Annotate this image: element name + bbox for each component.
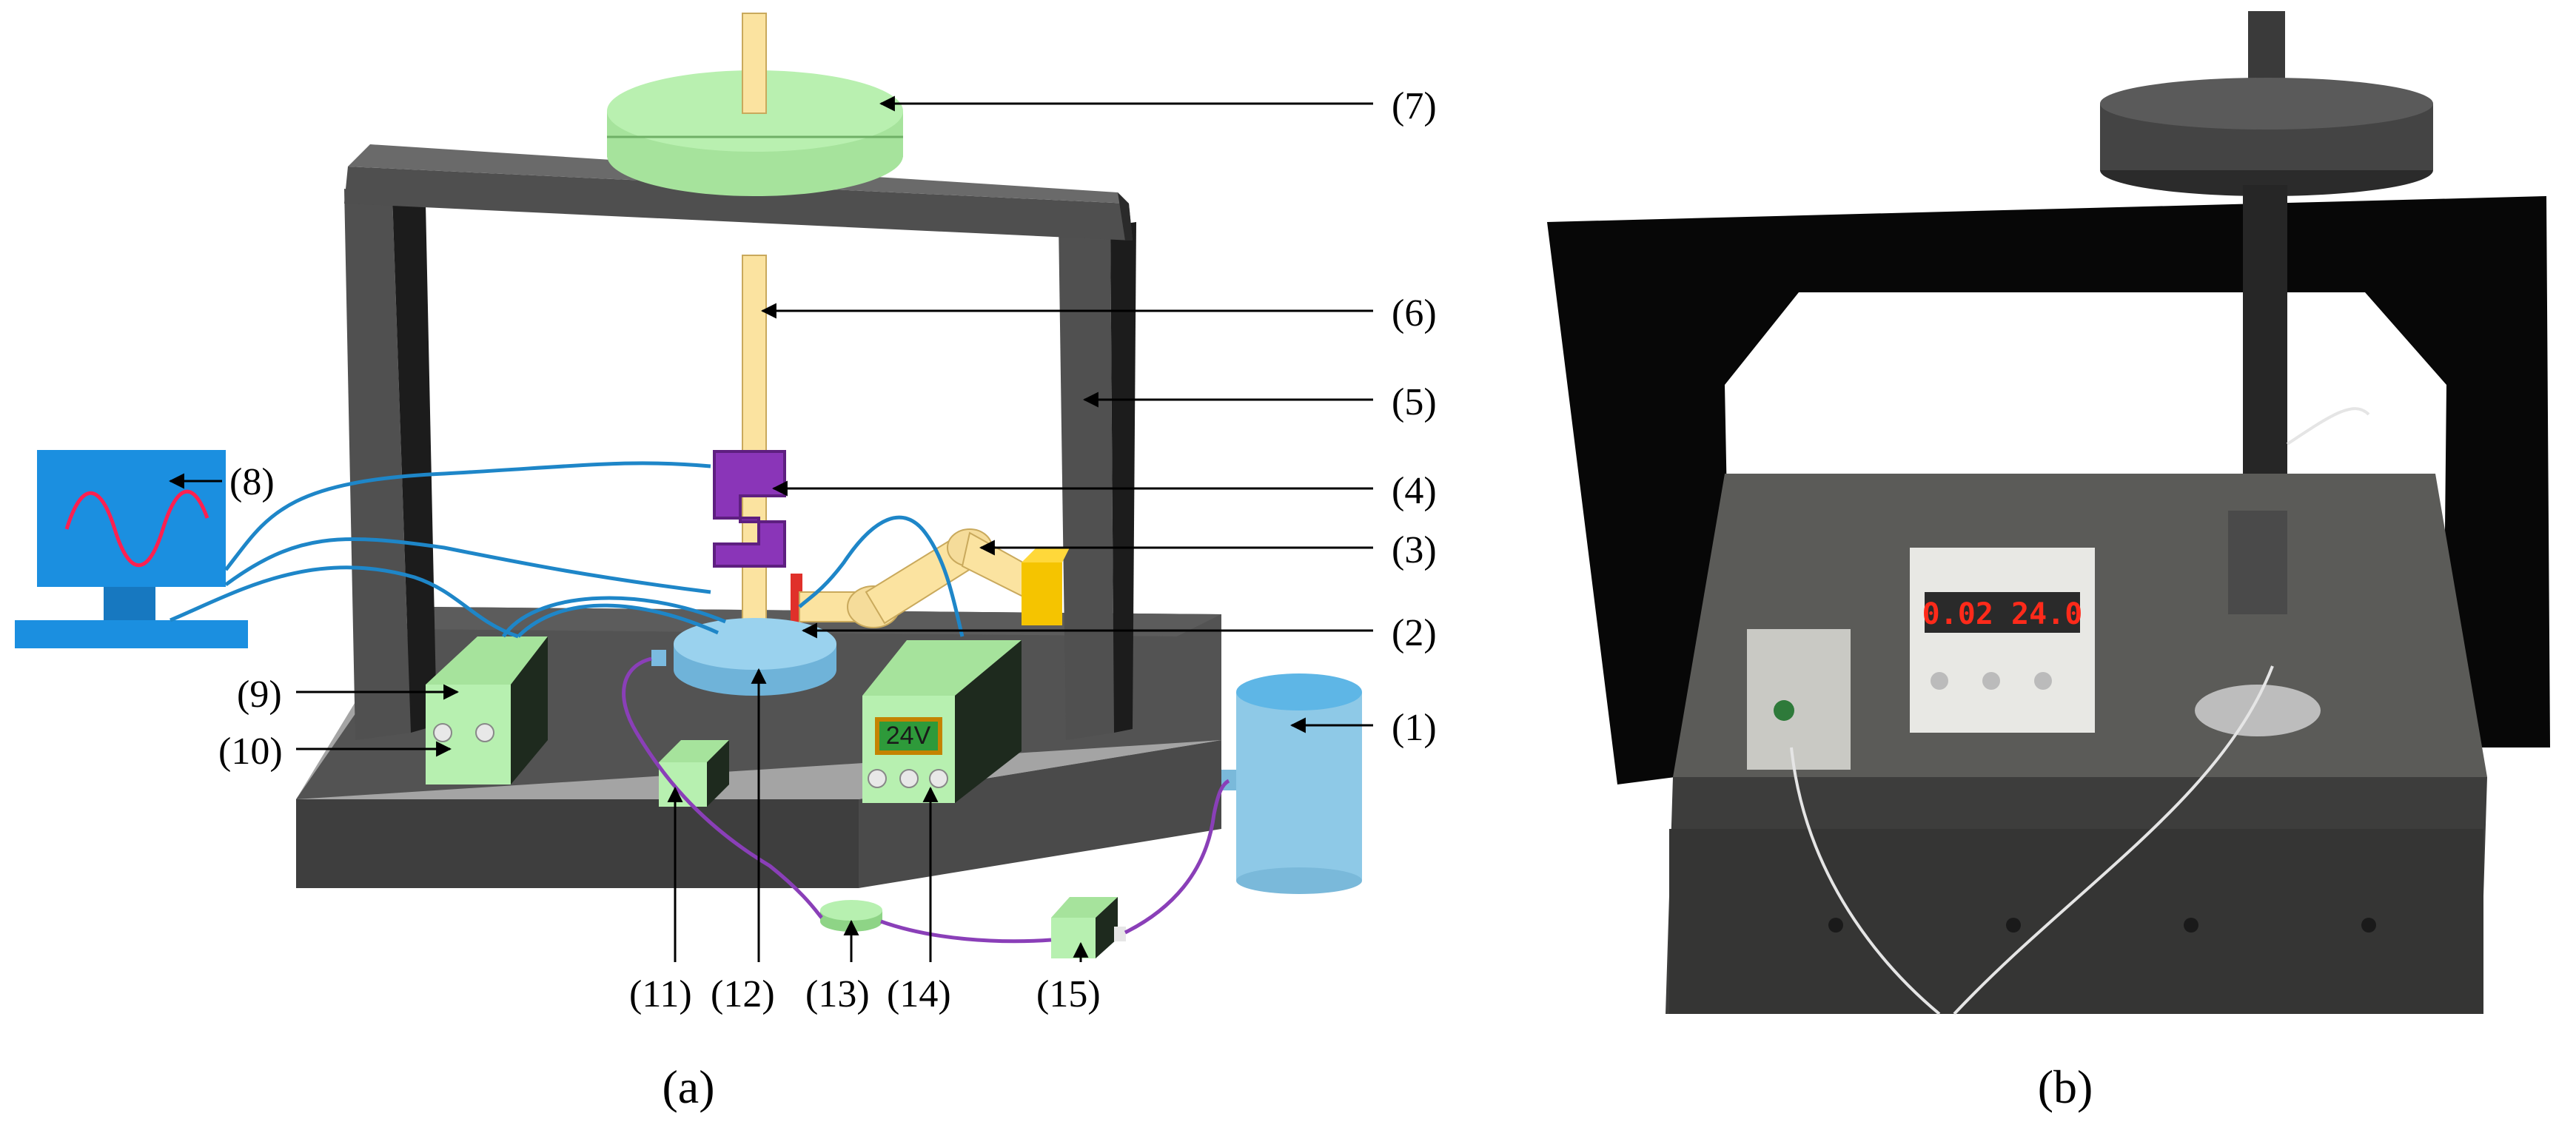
top-rod xyxy=(742,13,767,114)
label-12: (12) xyxy=(711,973,775,1015)
label-2: (2) xyxy=(1392,612,1437,654)
label-7: (7) xyxy=(1392,85,1437,127)
photo-load-cell xyxy=(2195,511,2321,736)
oscilloscope-monitor xyxy=(15,450,248,648)
label-5: (5) xyxy=(1392,381,1437,423)
photo-amplifier xyxy=(1747,629,1851,770)
label-14: (14) xyxy=(887,973,951,1015)
label-10: (10) xyxy=(218,730,283,773)
psu-display xyxy=(875,717,942,755)
label-8: (8) xyxy=(229,461,275,503)
amplifier-box xyxy=(426,636,548,784)
support-frame xyxy=(344,144,1136,740)
panel-a-schematic: 24V xyxy=(15,13,1437,1113)
caption-b: (b) xyxy=(2038,1061,2093,1113)
label-3: (3) xyxy=(1392,529,1437,571)
water-tank xyxy=(1221,673,1362,894)
label-11: (11) xyxy=(629,973,692,1015)
dc-power-supply: 24V xyxy=(862,640,1022,803)
sample-base-cylinder xyxy=(651,618,836,696)
label-9: (9) xyxy=(237,673,282,716)
photo-cables xyxy=(1790,407,2370,1015)
caption-a: (a) xyxy=(662,1061,714,1113)
leader-lines xyxy=(168,95,1373,962)
panel-b-photograph: 0.02 24.0 (b) xyxy=(1547,11,2550,1113)
label-15: (15) xyxy=(1036,973,1101,1015)
label-1: (1) xyxy=(1392,707,1437,749)
pump-box xyxy=(1051,897,1126,958)
psu-display-text: 24V xyxy=(886,722,931,750)
load-weight-disk xyxy=(607,70,903,196)
robot-arm xyxy=(799,528,1070,628)
photo-power-supply: 0.02 24.0 xyxy=(1910,548,2095,733)
label-13: (13) xyxy=(805,973,870,1015)
photo-psu-readout: 0.02 24.0 xyxy=(1922,597,2083,631)
label-4: (4) xyxy=(1392,470,1437,512)
label-6: (6) xyxy=(1392,292,1437,335)
signal-cables xyxy=(170,461,965,639)
